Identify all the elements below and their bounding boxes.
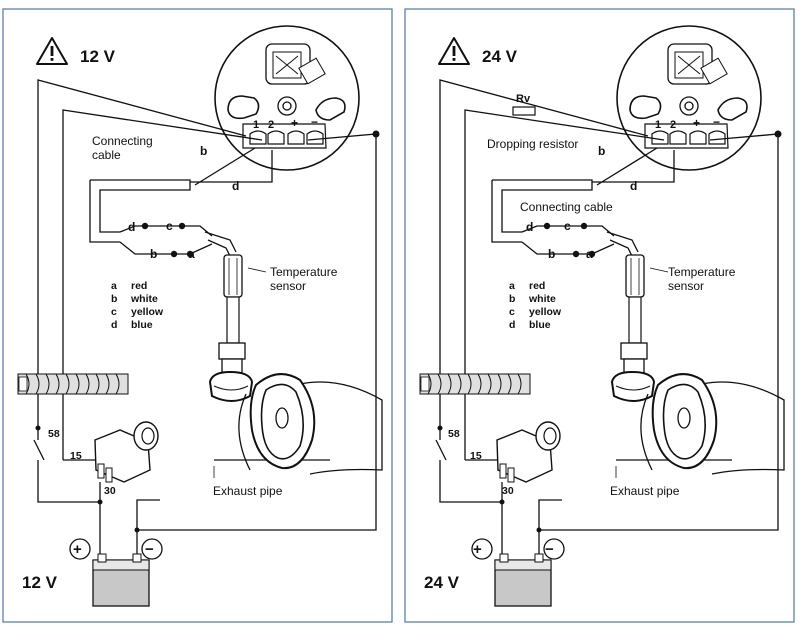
wire-letter-a: a bbox=[188, 247, 195, 261]
legend-color-b: white bbox=[528, 293, 556, 305]
voltage-header: 12 V bbox=[80, 47, 116, 66]
wire-letter-c: c bbox=[166, 219, 173, 233]
switch-terminal-30: 30 bbox=[502, 485, 514, 497]
voltage-footer: 12 V bbox=[22, 573, 58, 592]
resistor-caption: Dropping resistor bbox=[487, 137, 578, 151]
battery-minus: − bbox=[145, 541, 154, 558]
legend-key-a: a bbox=[509, 280, 515, 292]
panel-24v: 24 V 24 V Connecting cable Rv Dropping r… bbox=[404, 8, 795, 623]
color-legend: a red b white c yellow d blue bbox=[111, 280, 164, 331]
cable-label-line2: cable bbox=[92, 148, 121, 162]
legend-key-d: d bbox=[111, 319, 117, 331]
wire-letter-d: d bbox=[526, 220, 533, 234]
sensor-label-line1: Temperature bbox=[270, 265, 338, 279]
legend-key-b: b bbox=[509, 293, 515, 305]
wire-letter-c: c bbox=[564, 219, 571, 233]
terminal-2: 2 bbox=[670, 119, 676, 131]
wire-letter-b: b bbox=[548, 247, 555, 261]
sensor-label-line2: sensor bbox=[270, 279, 306, 293]
wire-letter-b-top: b bbox=[200, 144, 207, 158]
wire-letter-b: b bbox=[150, 247, 157, 261]
color-legend: a red b white c yellow d blue bbox=[509, 280, 562, 331]
voltage-header: 24 V bbox=[482, 47, 518, 66]
legend-key-c: c bbox=[509, 306, 515, 318]
sensor-label-line1: Temperature bbox=[668, 265, 736, 279]
sensor-label-line2: sensor bbox=[668, 279, 704, 293]
switch-terminal-30: 30 bbox=[104, 485, 116, 497]
terminal-plus: + bbox=[693, 116, 700, 130]
legend-color-c: yellow bbox=[529, 306, 562, 318]
terminal-1: 1 bbox=[655, 119, 661, 131]
legend-key-b: b bbox=[111, 293, 117, 305]
switch-terminal-58: 58 bbox=[48, 428, 60, 440]
wire-letter-d-top: d bbox=[630, 179, 637, 193]
switch-terminal-58: 58 bbox=[448, 428, 460, 440]
exhaust-label: Exhaust pipe bbox=[610, 484, 680, 498]
wire-letter-a: a bbox=[586, 247, 593, 261]
panel-12v: 12 V 12 V Connecting cable Temperature s… bbox=[2, 8, 393, 623]
cable-label-line1: Connecting bbox=[92, 134, 153, 148]
terminal-minus: − bbox=[311, 115, 318, 129]
battery-plus: + bbox=[73, 541, 82, 558]
terminal-minus: − bbox=[713, 115, 720, 129]
legend-key-c: c bbox=[111, 306, 117, 318]
terminal-2: 2 bbox=[268, 119, 274, 131]
terminal-1: 1 bbox=[253, 119, 259, 131]
legend-color-b: white bbox=[130, 293, 158, 305]
switch-terminal-15: 15 bbox=[470, 450, 482, 462]
legend-color-a: red bbox=[131, 280, 147, 292]
battery-minus: − bbox=[545, 541, 554, 558]
legend-color-a: red bbox=[529, 280, 545, 292]
exhaust-label: Exhaust pipe bbox=[213, 484, 283, 498]
terminal-plus: + bbox=[291, 116, 298, 130]
wire-letter-b-top: b bbox=[598, 144, 605, 158]
battery-plus: + bbox=[473, 541, 482, 558]
resistor-label: Rv bbox=[516, 93, 531, 105]
legend-key-d: d bbox=[509, 319, 515, 331]
wire-letter-d: d bbox=[128, 220, 135, 234]
legend-color-d: blue bbox=[131, 319, 153, 331]
legend-color-d: blue bbox=[529, 319, 551, 331]
switch-terminal-15: 15 bbox=[70, 450, 82, 462]
voltage-footer: 24 V bbox=[424, 573, 460, 592]
legend-key-a: a bbox=[111, 280, 117, 292]
wire-letter-d-top: d bbox=[232, 179, 239, 193]
legend-color-c: yellow bbox=[131, 306, 164, 318]
cable-label-line1: Connecting cable bbox=[520, 200, 613, 214]
dropping-resistor bbox=[512, 106, 536, 116]
